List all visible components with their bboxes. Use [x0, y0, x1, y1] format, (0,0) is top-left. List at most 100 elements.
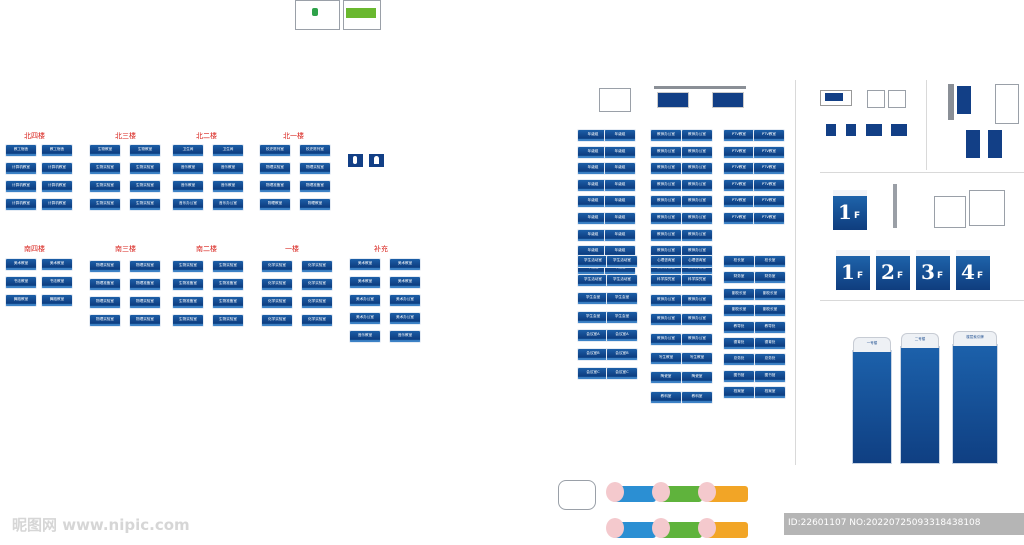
- sign-plate: 教师办公室: [651, 146, 681, 158]
- plate-label: 副校长室: [762, 290, 778, 295]
- sign-plate: 化学实验室: [302, 297, 332, 308]
- sign-plate: 美术办公室: [390, 295, 420, 306]
- plate-label: 化学实验室: [308, 281, 326, 285]
- plate-label: 化学实验室: [308, 299, 326, 303]
- sign-plate: 生物实验室: [213, 315, 243, 326]
- sign-plate: 教师办公室: [682, 196, 712, 208]
- plate-label: 校史陈列室: [306, 147, 324, 151]
- plate-label: 陶瓷室: [691, 374, 703, 379]
- plate-label: 档案室: [764, 389, 776, 394]
- tall-sign-1: [966, 130, 980, 158]
- plate-label: 生物教室: [137, 147, 153, 151]
- plate-label: 教师办公室: [688, 316, 706, 321]
- plate-label: 物理准备室: [306, 183, 324, 187]
- plate-label: 年级组: [614, 198, 626, 203]
- plate-label: 生物实验室: [136, 201, 154, 205]
- plate-label: 卫生间: [222, 147, 234, 151]
- plate-label: 物理准备室: [136, 281, 154, 285]
- sign-plate: 财务室: [755, 272, 785, 284]
- sign-plate: 学生活动室: [578, 256, 608, 267]
- pig-face-icon: [698, 482, 716, 502]
- plate-label: 心理咨询室: [657, 258, 675, 262]
- title-nan-san: 南三楼: [115, 245, 136, 253]
- sign-plate: 化学实验室: [262, 297, 292, 308]
- divider-v2: [926, 80, 927, 170]
- plate-label: 美术办公室: [396, 297, 414, 301]
- plate-label: 年级组: [587, 198, 599, 203]
- sign-plate: 化学实验室: [302, 279, 332, 290]
- plate-label: 化学实验室: [308, 263, 326, 267]
- sign-plate: 学生会室: [578, 311, 608, 323]
- plate-label: 生物实验室: [136, 165, 154, 169]
- sign-plate: PTV教室: [754, 130, 784, 141]
- divider-v1: [795, 80, 796, 465]
- sign-plate: 教师办公室: [651, 196, 681, 208]
- plate-label: 美术教室: [397, 261, 413, 265]
- plate-label: 年级组: [614, 231, 626, 236]
- sign-plate: 生物教室: [130, 145, 160, 156]
- plate-label: 会议室B: [586, 351, 600, 355]
- stand-2-head: [901, 333, 939, 348]
- sign-plate: 年级组: [605, 213, 635, 224]
- plate-label: 书法教室: [13, 279, 29, 283]
- plate-label: 生物实验室: [219, 263, 237, 267]
- plate-label: 总务处: [733, 356, 745, 361]
- divider-h2: [820, 300, 1024, 301]
- sign-plate: 化学实验室: [262, 261, 292, 272]
- plate-label: 科学探究室: [657, 277, 675, 282]
- thumbnail-2-banner: [346, 8, 376, 18]
- plate-label: 教师办公室: [688, 335, 706, 340]
- pillar: [948, 84, 954, 120]
- sign-plate: 档案室: [724, 387, 754, 399]
- plate-label: 卫生间: [182, 147, 194, 151]
- pig-sketch: [558, 480, 596, 510]
- plate-label: PTV教室: [761, 181, 776, 186]
- plate-label: 舞蹈教室: [13, 297, 29, 301]
- sign-plate: 计算机教室: [6, 163, 36, 174]
- plate-label: PTV教室: [761, 165, 776, 170]
- floor-1-number: 1: [841, 260, 855, 284]
- plate-label: 音乐教室: [357, 333, 373, 337]
- plate-label: 物理实验室: [136, 299, 154, 303]
- plate-label: 学生活动室: [584, 276, 602, 281]
- sign-plate: 生物实验室: [213, 261, 243, 272]
- door-sketch-2: [888, 90, 906, 108]
- plate-label: 教师办公室: [688, 132, 706, 136]
- plate-label: 德育处: [733, 340, 745, 344]
- plate-label: PTV教室: [761, 198, 776, 203]
- sign-plate: 会议室A: [578, 330, 608, 342]
- logo-icon: [312, 8, 318, 16]
- plate-label: PTV教室: [761, 148, 776, 153]
- sign-plate: 生物实验室: [90, 163, 120, 174]
- sign-plate: 副校长室: [724, 288, 754, 300]
- hanging-sign-2: [712, 92, 744, 108]
- sign-plate: 年级组: [605, 229, 635, 241]
- sign-plate: 写生教室: [682, 353, 712, 364]
- plate-label: PTV教室: [731, 181, 746, 186]
- floor-2-number: 2: [881, 260, 895, 284]
- pig-face-icon: [606, 518, 624, 538]
- plate-label: 教师办公室: [657, 296, 675, 301]
- sign-plate: 生物实验室: [90, 181, 120, 192]
- plate-label: PTV教室: [731, 148, 746, 153]
- plate-label: 年级组: [587, 248, 599, 253]
- plate-label: 年级组: [587, 181, 599, 186]
- plate-label: 副校长室: [762, 307, 778, 312]
- sign-plate: 年级组: [605, 179, 635, 191]
- sign-plate: 生物实验室: [173, 315, 203, 326]
- sign-plate: 图书馆: [724, 370, 754, 382]
- directory-stand-1: 一号楼: [852, 337, 892, 464]
- sign-plate: 美术教室: [390, 259, 420, 270]
- sign-plate: 校长室: [724, 256, 754, 267]
- sign-plate: 年级组: [578, 179, 608, 191]
- plate-label: 学生会室: [614, 295, 630, 300]
- plate-label: 生物实验室: [136, 183, 154, 187]
- plate-label: 写生教室: [689, 355, 705, 359]
- plate-label: 生物实验室: [96, 201, 114, 205]
- sign-plate: 音乐教室: [173, 181, 203, 192]
- sign-plate: PTV教室: [724, 179, 754, 191]
- sign-plate: 物理实验室: [130, 297, 160, 308]
- plate-label: 学生活动室: [613, 258, 631, 262]
- plate-label: 音乐教室: [180, 183, 196, 187]
